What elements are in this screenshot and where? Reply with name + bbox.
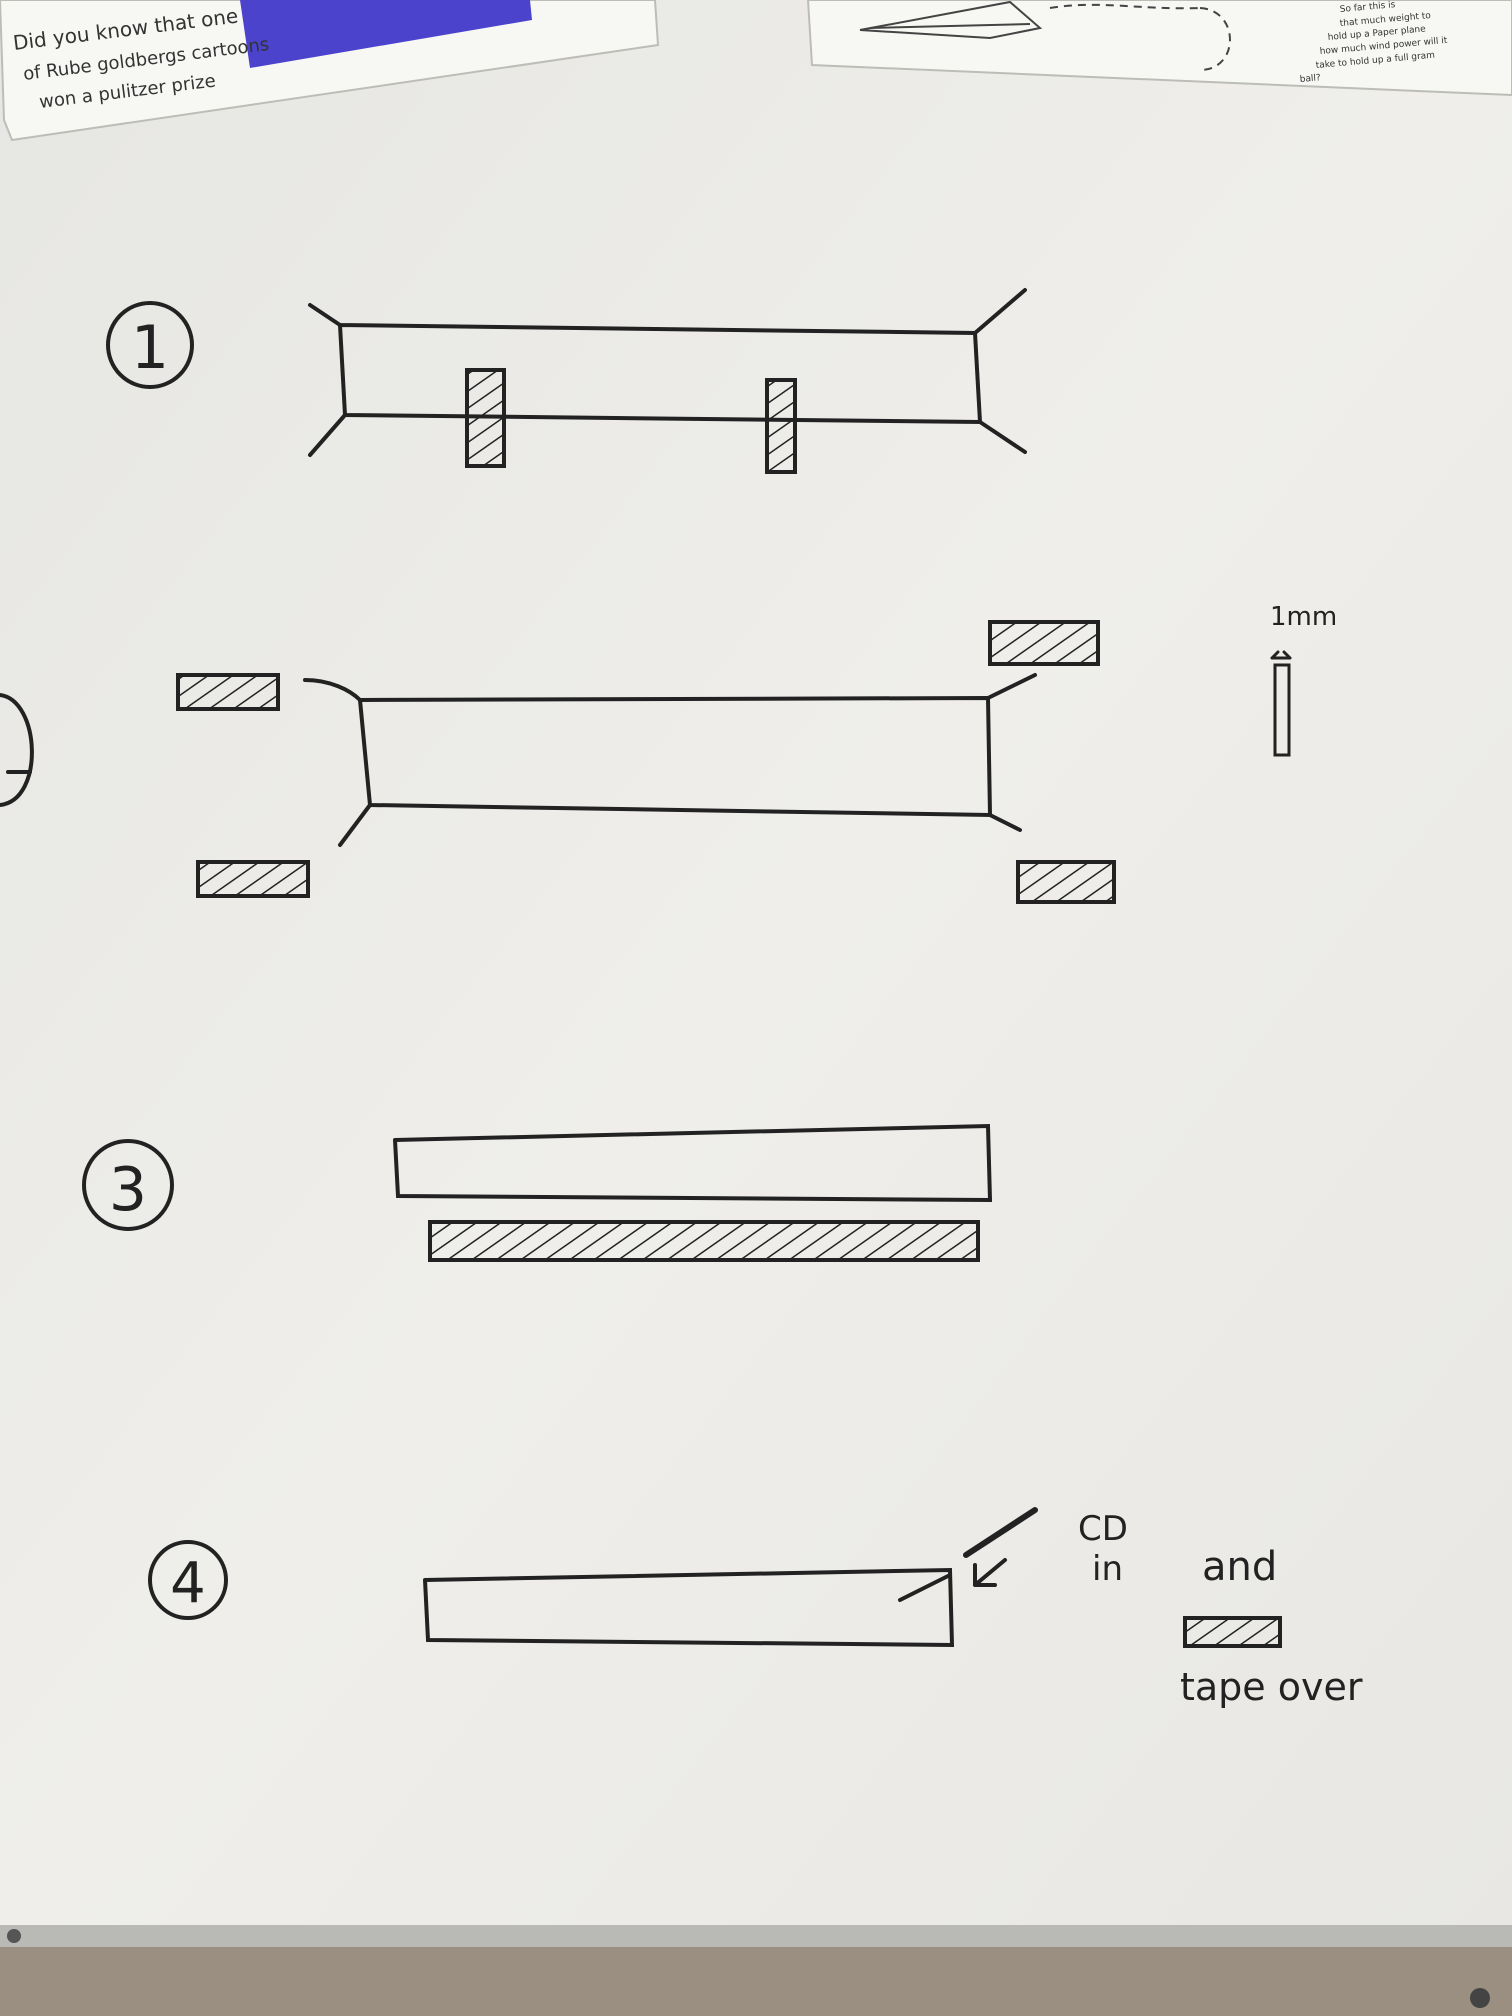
- long-strip: [393, 1123, 993, 1203]
- long-tape-strip: [428, 1220, 980, 1262]
- thin-strip: [1273, 663, 1291, 757]
- step-1-circle: [106, 301, 194, 389]
- card-accent-strip: [240, 0, 532, 68]
- right-card-line-1: So far this is: [1339, 0, 1396, 15]
- tape-piece: [988, 620, 1100, 666]
- tape-piece: [196, 860, 310, 898]
- paper-plane-sketch: [859, 0, 1231, 71]
- frame-screw-icon: [7, 1929, 21, 1943]
- measure-label: 1mm: [1270, 602, 1337, 632]
- tape-strip: [765, 378, 797, 474]
- tape-strip: [465, 368, 506, 468]
- step-4-circle: [148, 1540, 228, 1620]
- tape-piece: [1016, 860, 1116, 904]
- step-4-sketch: 4 CD in and tape over: [148, 1507, 1363, 1709]
- and-label: and: [1202, 1544, 1277, 1590]
- width-arrow-icon: [1270, 650, 1292, 660]
- tape-over-label: tape over: [1180, 1665, 1363, 1709]
- cd-label: CD: [1078, 1509, 1128, 1549]
- left-note-card: Did you know that one of Rube goldbergs …: [0, 0, 660, 142]
- whiteboard-surface: [0, 0, 1512, 1930]
- sealed-strip: [423, 1567, 955, 1648]
- right-card-line-6: ball?: [1299, 73, 1321, 85]
- tape-piece: [176, 673, 280, 711]
- step-1-number: 1: [131, 313, 169, 383]
- in-label: in: [1092, 1549, 1123, 1589]
- step-2-sketch: 1mm: [0, 602, 1337, 904]
- marker-tray: [0, 1947, 1512, 2016]
- cd-piece: [963, 1507, 1038, 1558]
- step-3-number: 3: [109, 1155, 147, 1225]
- step-1-sketch: 1: [106, 288, 1027, 474]
- insert-arrow-icon: [973, 1558, 1007, 1587]
- step-2-circle-partial: [0, 693, 34, 807]
- step-4-number: 4: [170, 1551, 206, 1616]
- step-3-circle: [82, 1139, 174, 1231]
- whiteboard-frame: [0, 1925, 1512, 1947]
- tape-icon: [1183, 1616, 1282, 1648]
- right-note-card: So far this is that much weight to hold …: [806, 0, 1512, 97]
- frame-screw-icon: [1470, 1988, 1490, 2008]
- step-3-sketch: 3: [82, 1123, 993, 1262]
